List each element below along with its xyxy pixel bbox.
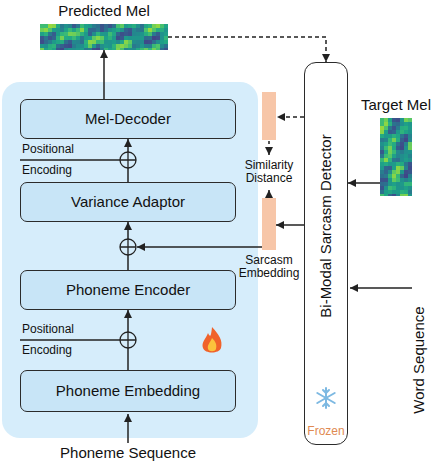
process-box: Phoneme Embedding [20, 370, 236, 412]
process-box: Mel-Decoder [20, 99, 236, 139]
spectrogram-heading: Target Mel [361, 96, 431, 114]
detector-title: Bi-Modal Sarcasm Detector [317, 134, 335, 317]
arrow-connector [103, 50, 105, 99]
frozen-note: Frozen [307, 424, 344, 438]
sum-symbol [120, 332, 136, 348]
input-label: Word Sequence [410, 306, 427, 413]
box-label: Phoneme Embedding [56, 382, 200, 400]
box-label: Phoneme Encoder [66, 281, 190, 299]
sum-symbol [120, 152, 136, 168]
process-box: Variance Adaptor [20, 182, 236, 222]
process-box: Phoneme Encoder [20, 270, 236, 310]
mel-spectrogram: Predicted Mel [40, 24, 168, 50]
encoding-line [20, 159, 120, 160]
mel-spectrogram: Target Mel [380, 118, 412, 196]
encoding-line [20, 339, 120, 340]
loss-label: Similarity Distance [238, 159, 300, 185]
dashed-arrow [268, 190, 270, 198]
arrow-connector [276, 224, 304, 226]
detector-box: Bi-Modal Sarcasm DetectorFrozen [304, 62, 348, 445]
embedding-heading: Sarcasm Embedding [236, 254, 302, 280]
model-panel [2, 82, 258, 438]
embedding-bar: Sarcasm Embedding [262, 198, 276, 250]
spectrogram-image [40, 24, 168, 50]
dashed-arrow [268, 141, 270, 155]
spectrogram-heading: Predicted Mel [58, 2, 150, 20]
sum-symbol [120, 239, 136, 255]
box-label: Mel-Decoder [85, 110, 171, 128]
arrow-connector [137, 246, 262, 248]
snowflake-icon [317, 388, 334, 408]
spectrogram-image [380, 118, 412, 196]
input-arrow [350, 287, 412, 289]
dashed-arrow [277, 116, 304, 118]
input-label: Phoneme Sequence [60, 444, 196, 461]
arrow-connector [348, 182, 380, 184]
predicted-embedding-bar [262, 92, 276, 140]
encoding-label: Positional Encoding [22, 319, 94, 361]
input-arrow [127, 414, 129, 443]
box-label: Variance Adaptor [71, 193, 185, 211]
encoding-label: Positional Encoding [22, 139, 94, 181]
fire-icon [203, 327, 222, 353]
arrow-connector [168, 37, 326, 62]
